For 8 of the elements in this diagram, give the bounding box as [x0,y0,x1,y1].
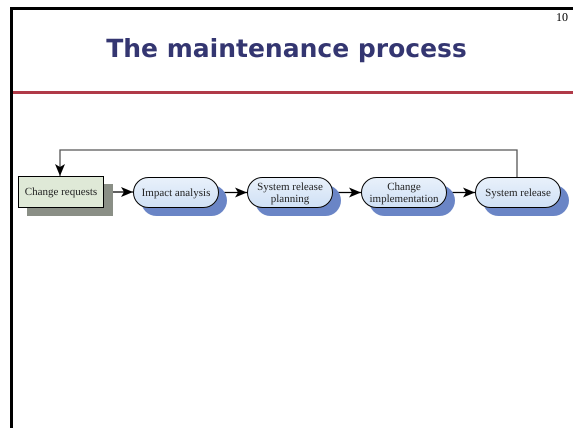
slide-title: The maintenance process [105,34,468,63]
node-label: Change implementation [368,180,440,204]
node-label: System release planning [256,180,324,204]
node-label: Impact analysis [140,186,212,198]
node-label: Change requests [24,186,98,198]
node-label: System release [484,186,552,198]
page-number: 10 [556,10,568,25]
arrow [55,149,518,177]
